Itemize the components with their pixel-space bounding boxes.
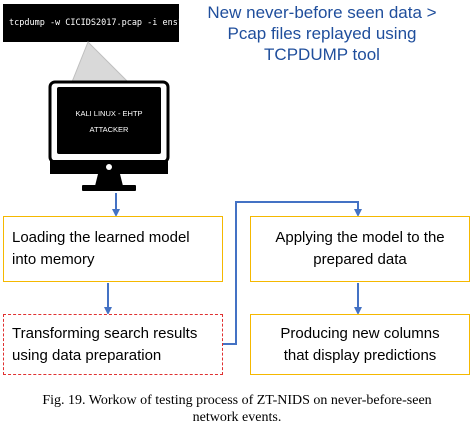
step-apply-line-2: prepared data — [313, 251, 407, 268]
header-line-1: New never-before seen data > — [207, 3, 437, 22]
step-load-line-2: into memory — [12, 251, 95, 268]
header-line-2: Pcap files replayed using — [227, 24, 417, 43]
data-source-description: New never-before seen data > Pcap files … — [176, 2, 468, 65]
step-transform-box: Transforming search results using data p… — [3, 314, 223, 375]
figure-caption: Fig. 19. Workow of testing process of ZT… — [0, 392, 474, 426]
step-load-line-1: Loading the learned model — [12, 229, 190, 246]
caption-line-1: Fig. 19. Workow of testing process of ZT… — [42, 393, 432, 408]
step-produce-line-1: Producing new columns — [280, 324, 440, 342]
callout-pointer — [71, 41, 130, 83]
step-transform-line-2: using data preparation — [12, 346, 162, 364]
monitor-icon — [48, 80, 170, 191]
caption-line-2: network events. — [192, 410, 282, 425]
monitor-line-1: KALI LINUX - EHTP — [75, 109, 143, 118]
arrow-transform-to-apply — [223, 201, 362, 345]
step-apply-model-box: Applying the model to the prepared data — [250, 216, 470, 282]
monitor-screen: KALI LINUX - EHTP ATTACKER — [57, 87, 161, 154]
step-produce-columns-box: Producing new columns that display predi… — [250, 314, 470, 375]
step-apply-line-1: Applying the model to the — [275, 229, 445, 246]
header-line-3: TCPDUMP tool — [264, 45, 380, 64]
terminal-command-text: tcpdump -w CICIDS2017.pcap -i ens192 — [9, 18, 194, 28]
step-produce-line-2: that display predictions — [283, 346, 437, 364]
step-load-model-box: Loading the learned model into memory — [3, 216, 223, 282]
step-transform-line-1: Transforming search results — [12, 324, 198, 342]
monitor-line-2: ATTACKER — [89, 125, 129, 134]
terminal-command-box: tcpdump -w CICIDS2017.pcap -i ens192 — [3, 4, 193, 42]
